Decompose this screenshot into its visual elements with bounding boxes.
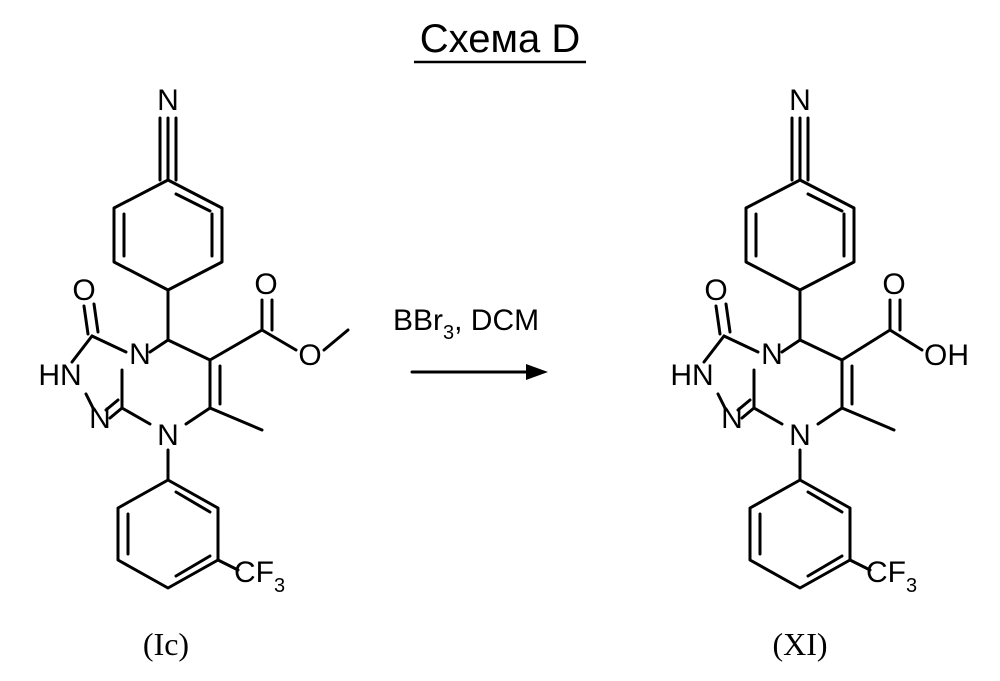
methyl-bond (842, 408, 894, 430)
acid-carbonyl-o-atom: O (882, 268, 905, 301)
nh-atom: HN (670, 359, 713, 392)
cf3-label: CF3 (234, 556, 285, 597)
compound-xi-label: (XI) (772, 626, 827, 662)
scheme-title: Схема D (414, 17, 586, 62)
carbonyl-o-atom: O (704, 274, 727, 307)
carboxylic-acid-group (842, 300, 922, 360)
ring-n-top-atom: N (761, 338, 783, 371)
ring-n-bottom-atom: N (789, 419, 811, 452)
triazole-n-atom: N (89, 402, 111, 435)
nitrile-n-atom: N (789, 84, 811, 117)
ester-o-atom: O (298, 339, 321, 372)
nitrile-triple-bond (792, 118, 808, 180)
cf3-label: CF3 (866, 556, 917, 597)
compound-ic: N N N (38, 84, 348, 662)
nh-atom: HN (38, 359, 81, 392)
cyanophenyl-ring (114, 180, 222, 290)
reaction-arrow-head (526, 364, 548, 380)
nitrile-n-atom: N (157, 84, 179, 117)
reaction-arrow-group: BBr3, DCM (393, 304, 548, 380)
cyanophenyl-ring (746, 180, 854, 290)
methyl-bond (210, 408, 262, 430)
scheme-title-text: Схема D (420, 17, 580, 61)
compound-ic-label: (Ic) (143, 626, 189, 662)
ring-n-bottom-atom: N (157, 419, 179, 452)
carbonyl-o-atom: O (72, 274, 95, 307)
ester-carbonyl-o-atom: O (254, 268, 277, 301)
acid-oh-atom: OH (924, 339, 969, 372)
reagent-text: BBr3, DCM (393, 304, 539, 344)
ring-n-top-atom: N (129, 338, 151, 371)
triazole-n-atom: N (721, 402, 743, 435)
trifluoromethylphenyl-ring (118, 480, 218, 588)
nitrile-triple-bond (160, 118, 176, 180)
compound-xi: N N N O (670, 84, 969, 662)
methyl-ester-group (210, 300, 348, 360)
trifluoromethylphenyl-ring (750, 480, 850, 588)
